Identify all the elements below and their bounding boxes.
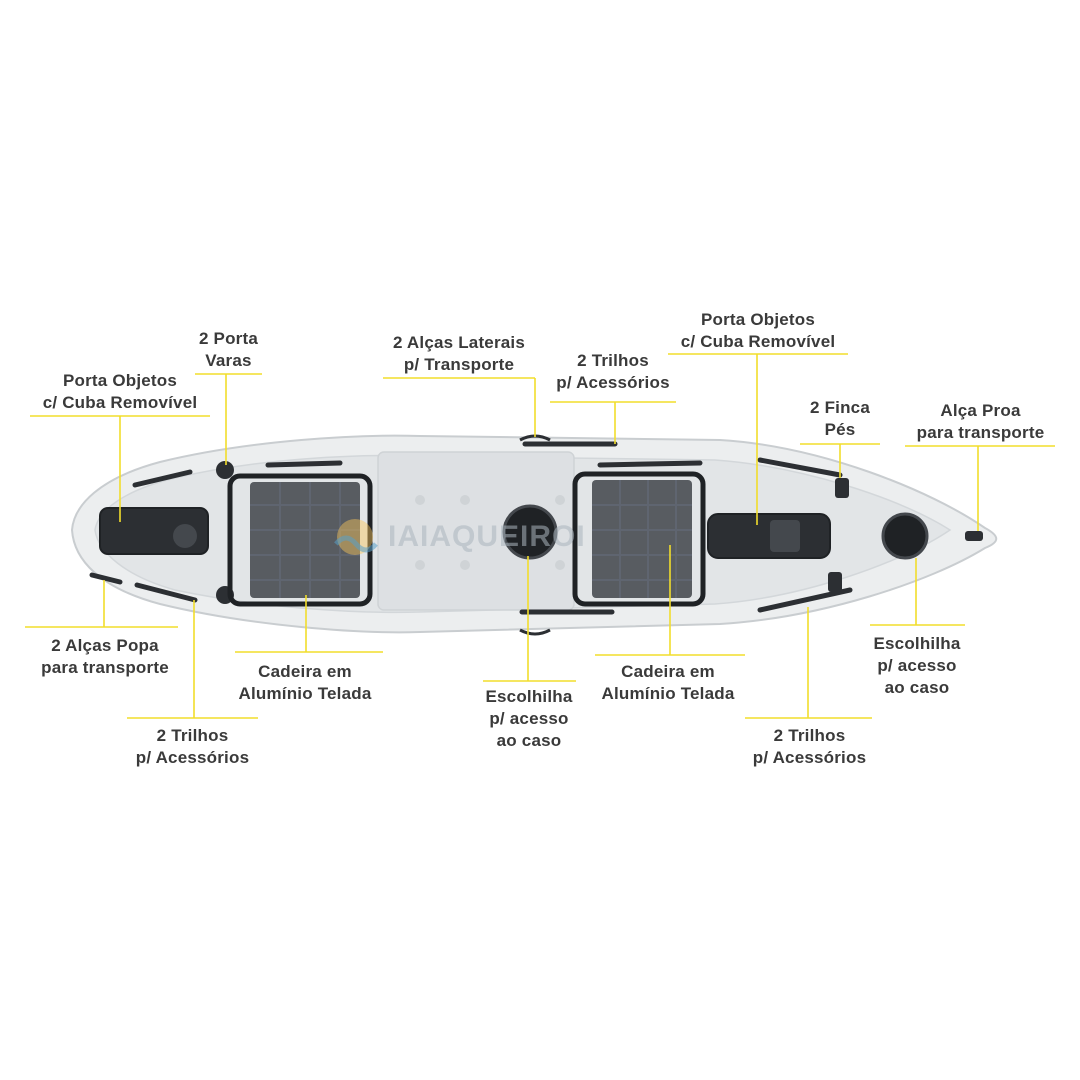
label-cadeira-rear: Cadeira em Alumínio Telada: [238, 662, 372, 703]
leader-lines: [25, 353, 1055, 719]
platform-grip-pads: [415, 495, 565, 570]
accessory-rails-top: [132, 441, 843, 488]
label-alcas-popa: 2 Alças Popa para transporte: [41, 636, 169, 677]
front-seat: [572, 471, 706, 607]
watermark: IAIAQUEIROI: [330, 512, 600, 562]
bow-handle: [965, 531, 983, 541]
bow-hatch: [881, 512, 929, 560]
wave-logo-icon: [334, 519, 378, 555]
label-escolhilha-center: Escolhilha p/ acesso ao caso: [485, 687, 573, 750]
watermark-text: IAIAQUEIROI: [388, 520, 586, 553]
rear-hatch-cap: [173, 524, 197, 548]
label-trilhos-top: 2 Trilhos p/ Acessórios: [556, 351, 670, 392]
front-hatch-latch: [770, 520, 800, 552]
label-finca-pes: 2 Finca Pés: [810, 398, 870, 439]
label-trilhos-bottom-right: 2 Trilhos p/ Acessórios: [752, 726, 867, 767]
label-escolhilha-bow: Escolhilha p/ acesso ao caso: [873, 634, 961, 697]
label-porta-varas: 2 Porta Varas: [198, 329, 259, 370]
label-porta-objetos-front: Porta Objetos c/ Cuba Removível: [680, 310, 836, 351]
label-porta-objetos-rear: Porta Objetos c/ Cuba Removível: [42, 371, 198, 412]
label-alca-proa: Alça Proa para transporte: [916, 401, 1045, 442]
label-alcas-laterais: 2 Alças Laterais p/ Transporte: [392, 333, 526, 374]
accessory-rails-bottom: [89, 572, 853, 615]
label-cadeira-front: Cadeira em Alumínio Telada: [601, 662, 735, 703]
center-hatch: [502, 504, 558, 560]
front-storage-hatch: [707, 513, 831, 559]
foot-pegs: [828, 478, 849, 592]
label-trilhos-bottom-left: 2 Trilhos p/ Acessórios: [135, 726, 250, 767]
